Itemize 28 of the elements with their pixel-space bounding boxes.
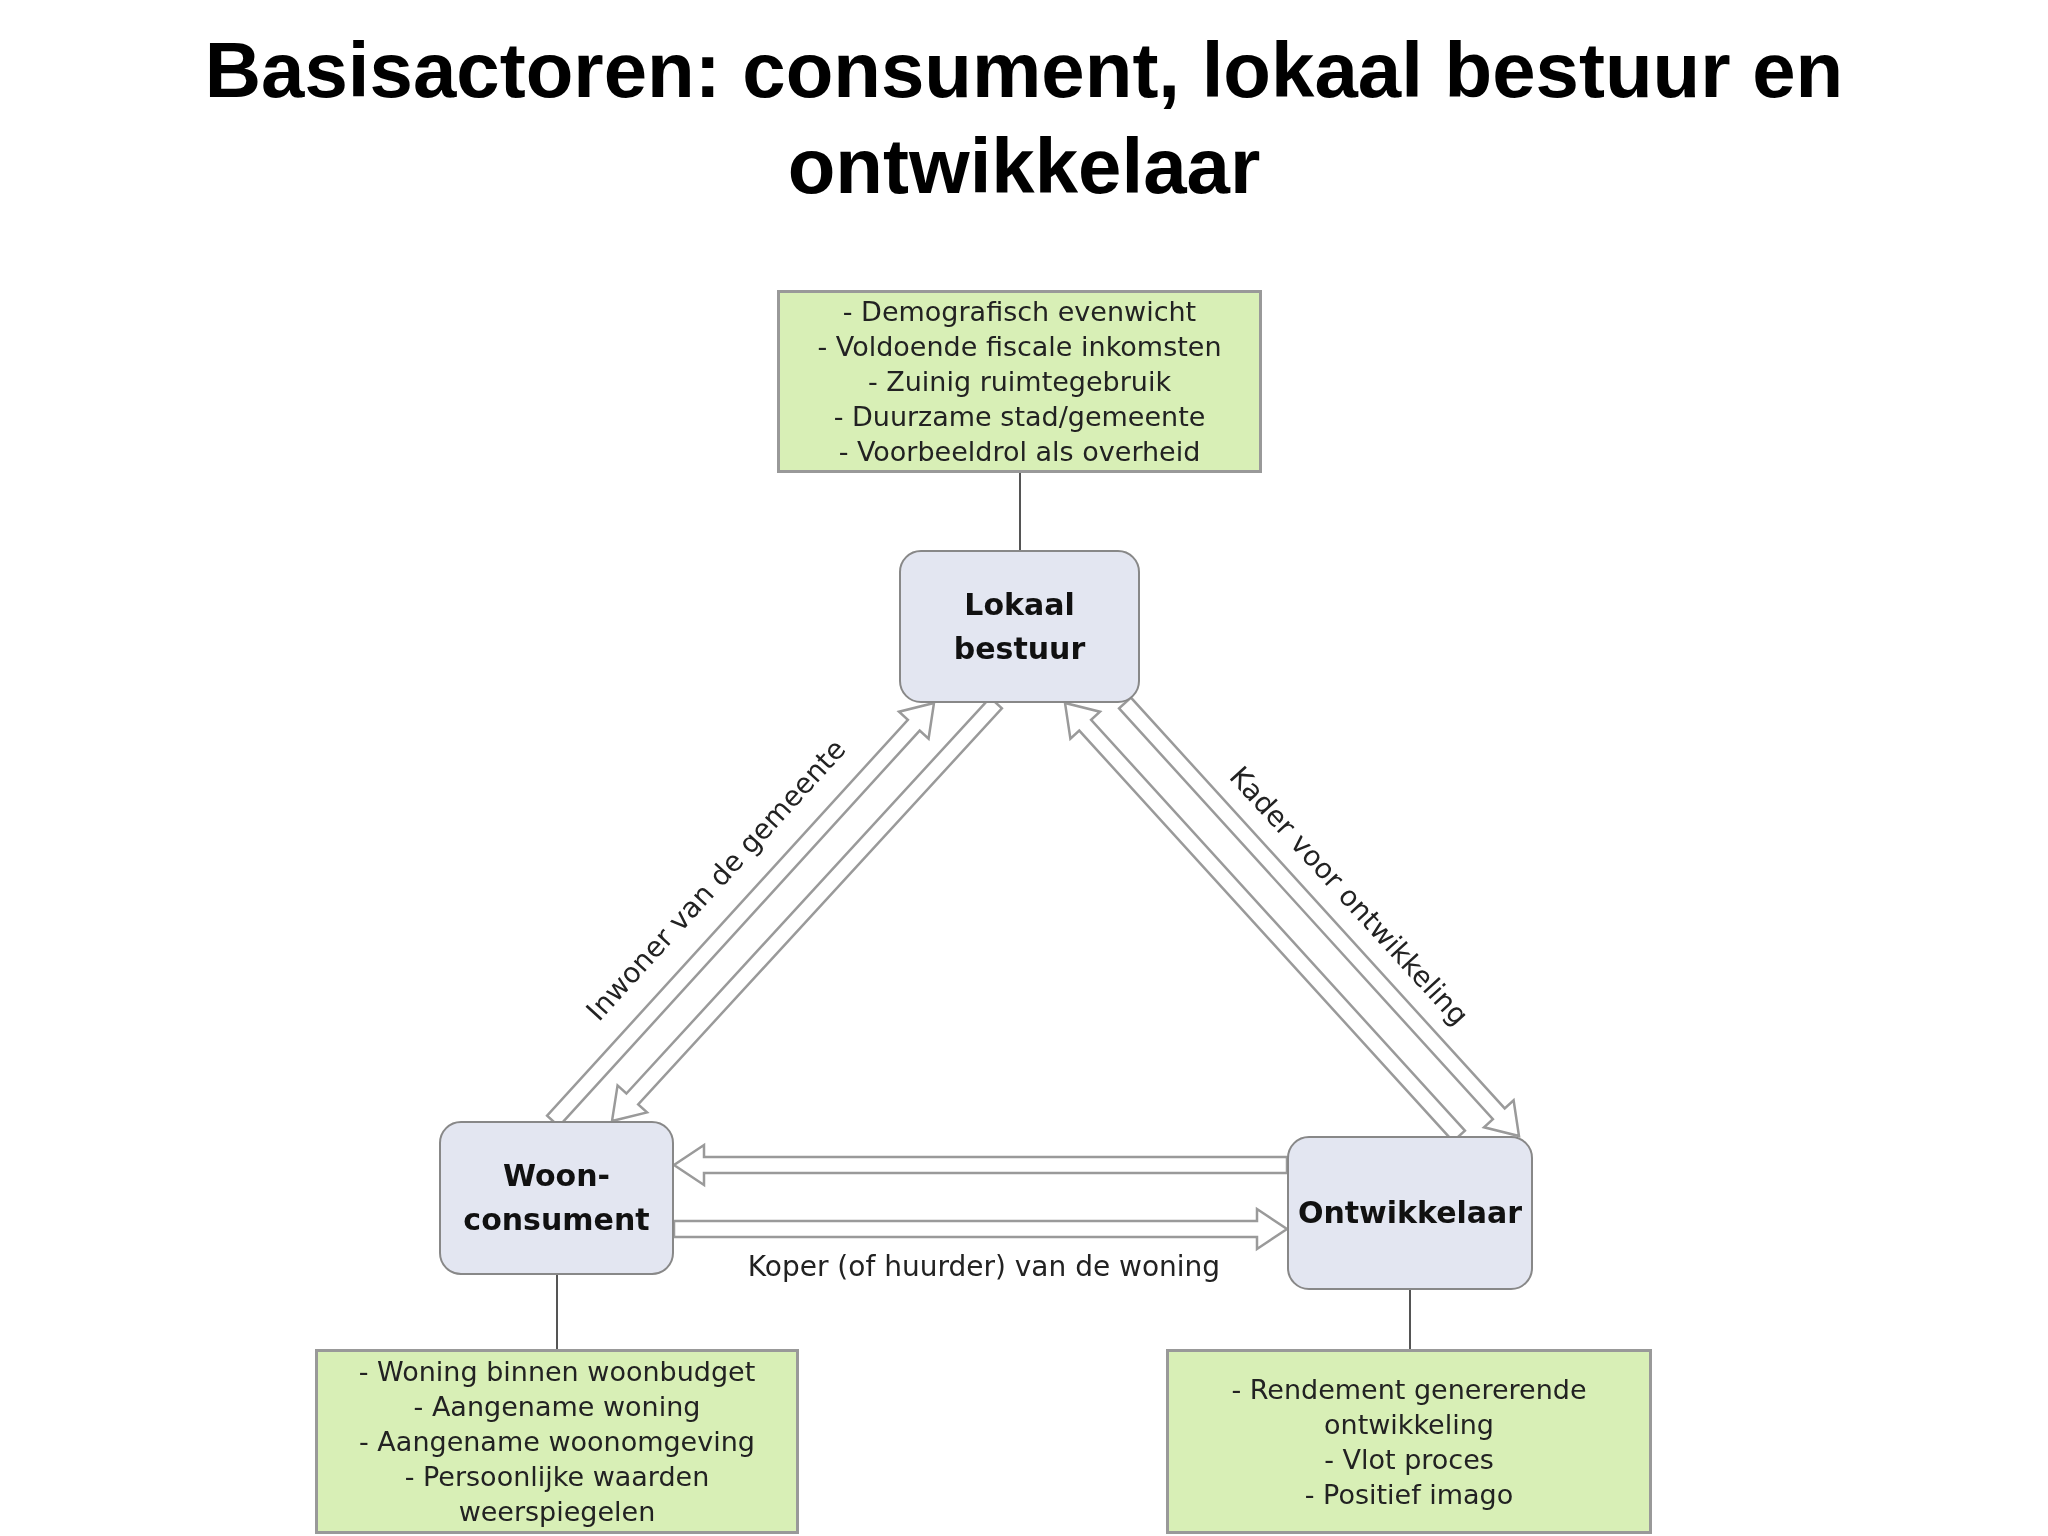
goal-box [315,1349,799,1534]
title: Basisactoren: consument, lokaal bestuur en ontwikkelaar [203,25,1845,212]
goal-text: - Duurzame stad/gemeente [833,400,1206,434]
actor-name: Lokaal bestuur [952,585,1087,668]
goal-text: - Zuinig ruimtegebruik [867,365,1172,399]
hollow-arrow [671,1142,1289,1188]
actor-name: Woon- consument [462,1157,651,1239]
goal-text: - Aangename woonomgeving [359,1425,755,1459]
goal-text: - Rendement genererende ontwikkeling [1230,1372,1588,1442]
connector-line [1409,1289,1411,1350]
hollow-arrow [672,1206,1290,1252]
goal-text: - Voldoende fiscale inkomsten [817,330,1222,364]
goal-text: - Woning binnen woonbudget [358,1355,756,1389]
connector-line [556,1274,558,1350]
goal-text: - Demografisch evenwicht [842,295,1197,329]
goal-box [777,290,1262,473]
goal-text: - Persoonlijke waarden weerspiegelen [403,1460,711,1529]
goal-box [1166,1349,1652,1534]
actor-box [439,1121,674,1275]
goal-text: - Aangename woning [413,1390,701,1424]
actor-box [899,550,1140,703]
actor-box [1287,1136,1533,1290]
connector-line [1019,472,1021,551]
hollow-arrow [1117,695,1521,1138]
actor-name: Ontwikkelaar [1297,1194,1523,1232]
goal-text: - Positief imago [1304,1477,1514,1512]
goal-text: - Voorbeeldrol als overheid [838,435,1201,469]
goal-text: - Vlot proces [1324,1442,1494,1477]
